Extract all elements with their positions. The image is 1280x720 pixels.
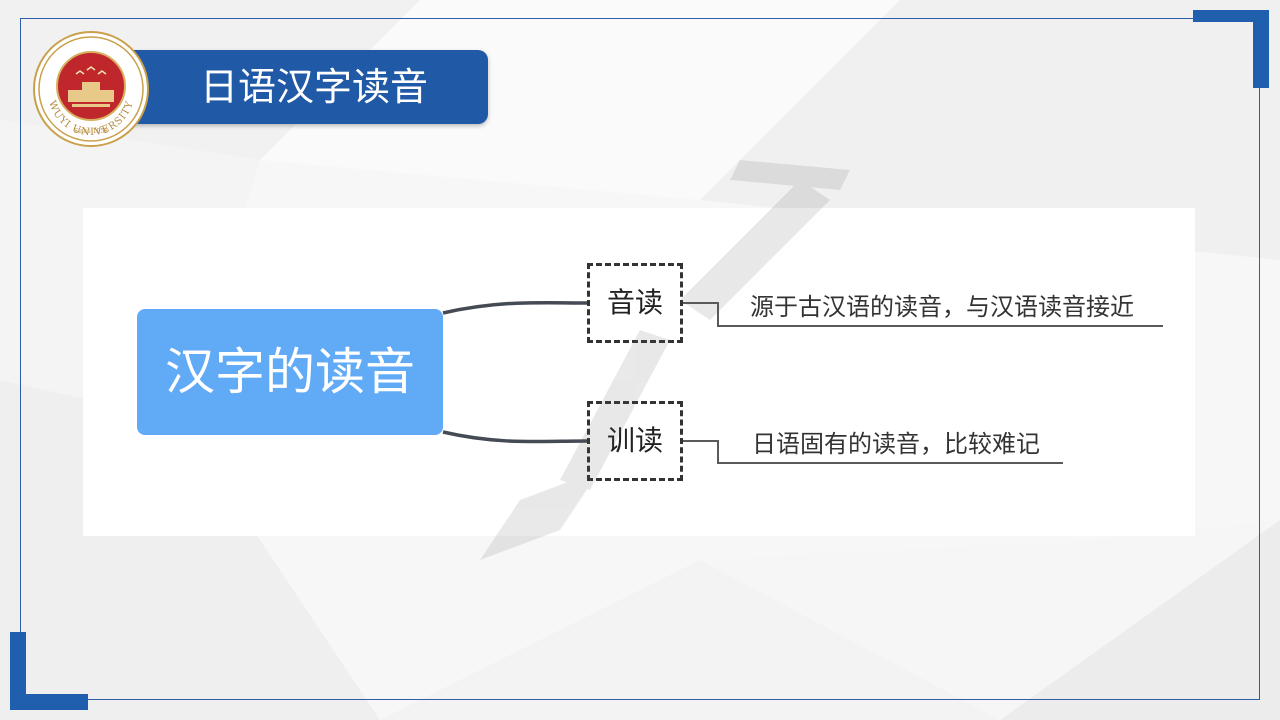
kunyomi-description: 日语固有的读音，比较难记: [752, 430, 1040, 458]
logo-since-text: Since 1958: [74, 128, 108, 135]
university-logo-icon: WUYI UNIVERSITY Since 1958: [33, 31, 149, 147]
top-right-corner-accent: [1193, 10, 1269, 22]
onyomi-description: 源于古汉语的读音，与汉语读音接近: [750, 293, 1134, 321]
top-right-corner-accent-vertical: [1253, 10, 1269, 88]
slide-title: 日语汉字读音: [200, 65, 429, 109]
slide-frame: [20, 18, 1260, 700]
mindmap-branch-kunyomi[interactable]: 训读: [587, 401, 683, 481]
title-bar: 日语汉字读音: [132, 50, 488, 124]
bottom-left-corner-accent-horizontal: [10, 694, 88, 710]
mindmap-branch-onyomi[interactable]: 音读: [587, 263, 683, 343]
bottom-left-corner-accent: [10, 632, 26, 710]
mindmap-root-node[interactable]: 汉字的读音: [137, 309, 443, 435]
